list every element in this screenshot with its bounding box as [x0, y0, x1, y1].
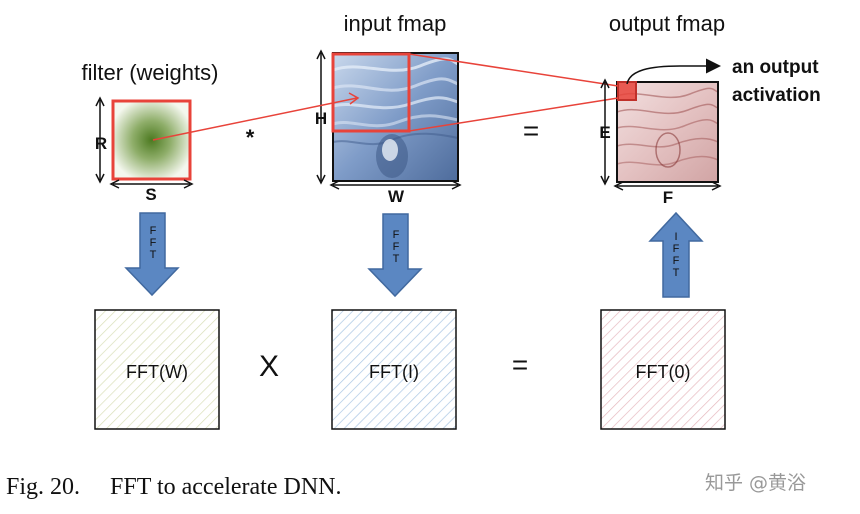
- filter-height-dimension: [95, 96, 105, 184]
- filter-projection-head: [348, 92, 360, 105]
- convolution-operator: *: [246, 125, 255, 150]
- window-projection-top: [408, 53, 619, 87]
- fft-w-label: FFT(W): [126, 362, 188, 382]
- fft-arrow-filter: [124, 212, 180, 297]
- input-width-dimension: [329, 180, 462, 190]
- watermark-text: 知乎 @黄浴: [705, 472, 807, 494]
- fft-i-box: [331, 309, 457, 430]
- equals-operator-top: =: [523, 115, 539, 146]
- fft-w-box: [94, 309, 220, 430]
- input-receptive-window: [331, 52, 411, 133]
- input-height-dimension: [316, 49, 326, 185]
- filter-height-label: R: [95, 134, 107, 153]
- fft-i-label: FFT(I): [369, 362, 419, 382]
- activation-callout-arrow: [626, 58, 721, 85]
- filter-width-dimension: [109, 179, 194, 189]
- filter-weights-box: [111, 99, 192, 181]
- input-width-label: W: [388, 187, 405, 206]
- input-fmap-title: input fmap: [344, 11, 447, 36]
- output-fmap-title: output fmap: [609, 11, 725, 36]
- input-fmap-image: [332, 52, 459, 182]
- window-projection-bottom: [408, 97, 619, 132]
- output-activation-cell: [617, 81, 637, 101]
- input-height-label: H: [315, 109, 327, 128]
- figure-number: Fig. 20.: [6, 474, 81, 500]
- fft-arrow-input: [367, 213, 423, 298]
- ifft-arrow-output: [648, 211, 704, 298]
- output-height-dimension: [600, 78, 610, 186]
- multiply-operator: X: [259, 350, 279, 383]
- activation-label: an output activation: [732, 57, 824, 106]
- output-height-label: E: [599, 123, 610, 142]
- fft-o-box: [600, 309, 726, 430]
- fft-o-label: FFT(0): [636, 362, 691, 382]
- figure-caption: Fig. 20. FFT to accelerate DNN.: [6, 474, 342, 501]
- output-width-dimension: [613, 181, 722, 191]
- equals-operator-bottom: =: [512, 349, 528, 380]
- output-fmap-image: [616, 81, 719, 183]
- filter-projection-line: [152, 97, 358, 141]
- filter-title: filter (weights): [82, 60, 219, 85]
- caption-text: FFT to accelerate DNN.: [110, 474, 342, 500]
- filter-width-label: S: [145, 185, 156, 204]
- output-width-label: F: [663, 188, 673, 207]
